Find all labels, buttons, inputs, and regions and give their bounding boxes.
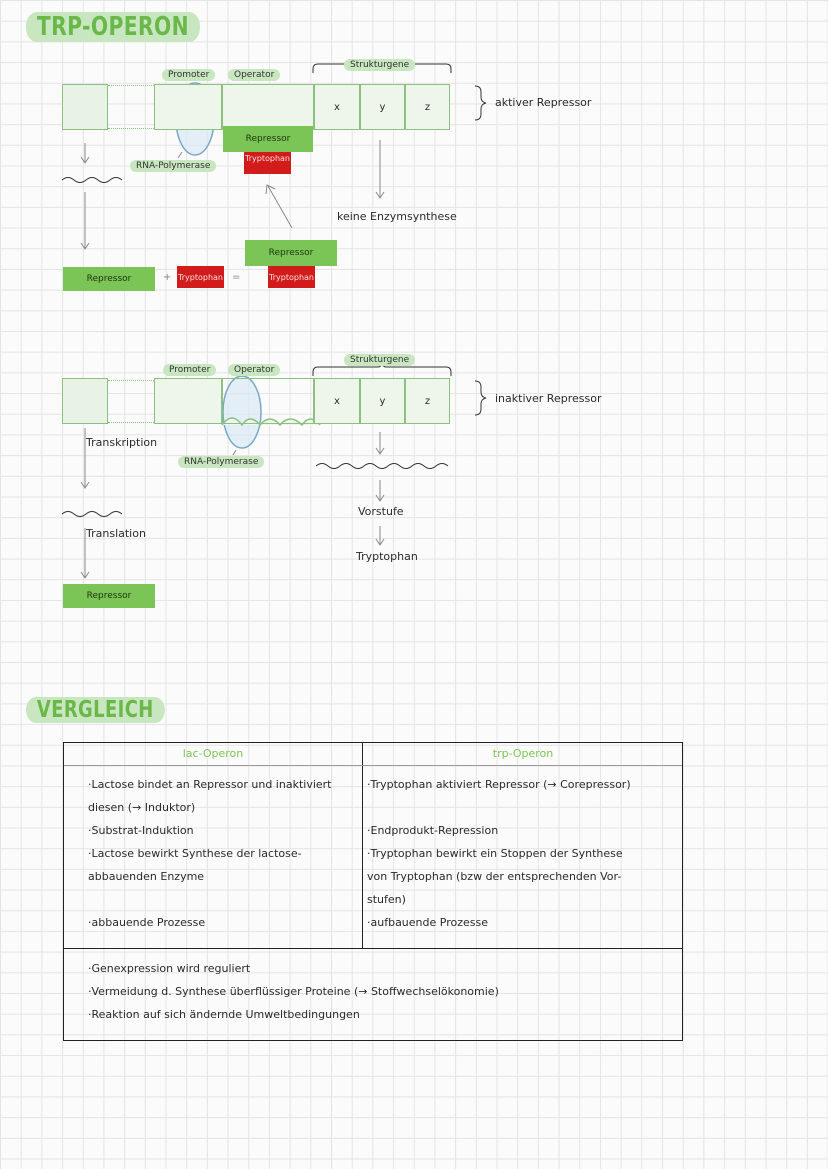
complex-repressor: Repressor	[245, 240, 337, 266]
free-repressor-2: Repressor	[63, 584, 155, 608]
complex-tryptophan: Tryptophan	[268, 266, 315, 288]
table-divider-common	[64, 948, 682, 949]
trp-line: stufen)	[367, 893, 406, 906]
header-trp: trp-Operon	[492, 747, 554, 760]
bound-tryptophan: Tryptophan	[244, 152, 291, 174]
operator-label-2: Operator	[228, 364, 281, 376]
lac-line: ·Lactose bindet an Repressor und inaktiv…	[88, 778, 332, 791]
operator-region-1	[222, 84, 314, 130]
transkription-label: Transkription	[86, 436, 158, 449]
state-aktiver-repressor: aktiver Repressor	[495, 96, 592, 109]
trp-line: ·Tryptophan aktiviert Repressor (→ Corep…	[367, 778, 631, 791]
section-title-vergleich: VERGLEICH	[26, 697, 165, 723]
trp-line	[367, 796, 631, 819]
state-inaktiver-repressor: inaktiver Repressor	[495, 392, 602, 405]
lac-line: ·Substrat-Induktion	[88, 824, 194, 837]
promoter-label-2: Promoter	[163, 364, 217, 376]
gene-x-1: x	[314, 84, 360, 130]
free-repressor-1: Repressor	[63, 267, 155, 291]
gene-z-2: z	[405, 378, 450, 424]
gene-y-label-2: y	[379, 395, 386, 407]
keine-enzymsynthese: keine Enzymsynthese	[337, 210, 457, 223]
trp-line: ·Tryptophan bewirkt ein Stoppen der Synt…	[367, 847, 623, 860]
trp-line: ·Endprodukt-Repression	[367, 824, 499, 837]
gene-y-2: y	[360, 378, 405, 424]
tryptophan-label: Tryptophan	[356, 550, 418, 563]
regulator-gene-2	[62, 378, 108, 424]
gene-x-2: x	[314, 378, 360, 424]
dna-dots-2b	[108, 422, 154, 423]
rna-polymerase-shape-2	[222, 375, 262, 449]
common-section: ·Genexpression wird reguliert ·Vermeidun…	[88, 957, 499, 1026]
lac-line	[88, 888, 332, 911]
section-title-trp-operon: TRP-OPERON	[26, 12, 200, 42]
table-divider-vertical	[362, 743, 363, 948]
equals-sign: =	[232, 272, 241, 283]
common-line: ·Vermeidung d. Synthese überflüssiger Pr…	[88, 985, 499, 998]
regulator-gene-1	[62, 84, 108, 130]
operator-region-2	[222, 378, 314, 424]
plus-sign: +	[163, 272, 172, 283]
gene-z-label-2: z	[424, 395, 431, 407]
gene-x-label-2: x	[334, 395, 340, 407]
gene-z-1: z	[405, 84, 450, 130]
promoter-region-1	[154, 84, 222, 130]
trp-line: ·aufbauende Prozesse	[367, 916, 488, 929]
promoter-region-2	[154, 378, 222, 424]
common-line: ·Reaktion auf sich ändernde Umweltbeding…	[88, 1008, 360, 1021]
header-lac: lac-Operon	[182, 747, 244, 760]
rna-polymerase-label-2: RNA-Polymerase	[178, 456, 265, 468]
lac-line: diesen (→ Induktor)	[88, 801, 196, 814]
gene-x-label: x	[334, 101, 340, 113]
bound-repressor: Repressor	[223, 126, 313, 152]
promoter-label-1: Promoter	[162, 69, 216, 81]
free-tryptophan: Tryptophan	[177, 266, 224, 288]
table-divider-header	[64, 765, 682, 766]
dna-dots-1b	[108, 128, 154, 129]
gene-y-label: y	[379, 101, 386, 113]
trp-line: von Tryptophan (bzw der entsprechenden V…	[367, 870, 622, 883]
gene-z-label: z	[424, 101, 431, 113]
trp-column: ·Tryptophan aktiviert Repressor (→ Corep…	[367, 773, 631, 934]
comparison-table: lac-Operon trp-Operon ·Lactose bindet an…	[63, 742, 683, 1041]
translation-label: Translation	[86, 527, 146, 540]
lac-line: abbauenden Enzyme	[88, 870, 205, 883]
dna-dots-2a	[108, 380, 154, 381]
lac-line: ·Lactose bewirkt Synthese der lactose-	[88, 847, 302, 860]
lac-column: ·Lactose bindet an Repressor und inaktiv…	[88, 773, 332, 934]
strukturgene-label-2: Strukturgene	[344, 354, 416, 366]
rna-polymerase-label-1: RNA-Polymerase	[130, 160, 217, 172]
vorstufe-label: Vorstufe	[358, 505, 404, 518]
common-line: ·Genexpression wird reguliert	[88, 962, 251, 975]
gene-y-1: y	[360, 84, 405, 130]
strukturgene-label-1: Strukturgene	[344, 59, 416, 71]
dna-dots-1a	[108, 85, 154, 86]
operator-label-1: Operator	[228, 69, 281, 81]
lac-line: ·abbauende Prozesse	[88, 916, 206, 929]
